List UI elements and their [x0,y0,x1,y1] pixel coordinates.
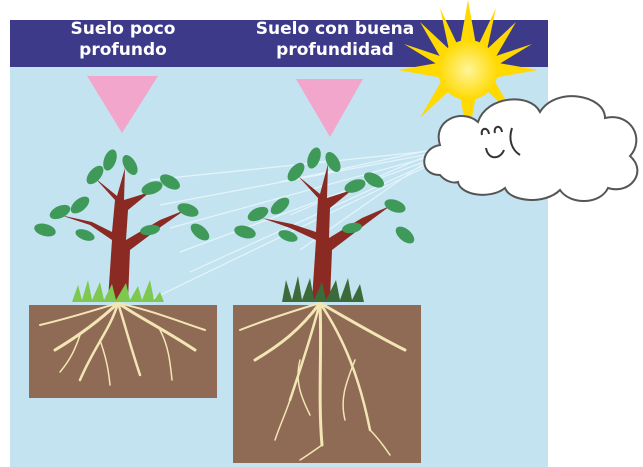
tree-icon [234,147,415,302]
shallow-soil-label: Suelo poco profundo [48,19,198,61]
sun-icon [398,0,538,140]
grass [282,276,364,302]
shallow-soil-label-line1: Suelo poco [70,19,176,39]
tree-icon [34,149,210,302]
deep-roots [239,301,407,461]
deep-soil-label: Suelo con buena profundidad [240,19,430,61]
deep-soil-label-line2: profundidad [276,40,394,60]
shallow-roots [39,301,206,386]
shallow-soil-label-line2: profundo [79,40,167,60]
down-triangle-icon [87,76,158,133]
grass [72,280,164,302]
cloud-face-icon [423,95,639,202]
deep-soil-label-line1: Suelo con buena [255,19,415,39]
deep-soil-block [233,305,421,463]
down-triangle-icon [296,79,363,137]
